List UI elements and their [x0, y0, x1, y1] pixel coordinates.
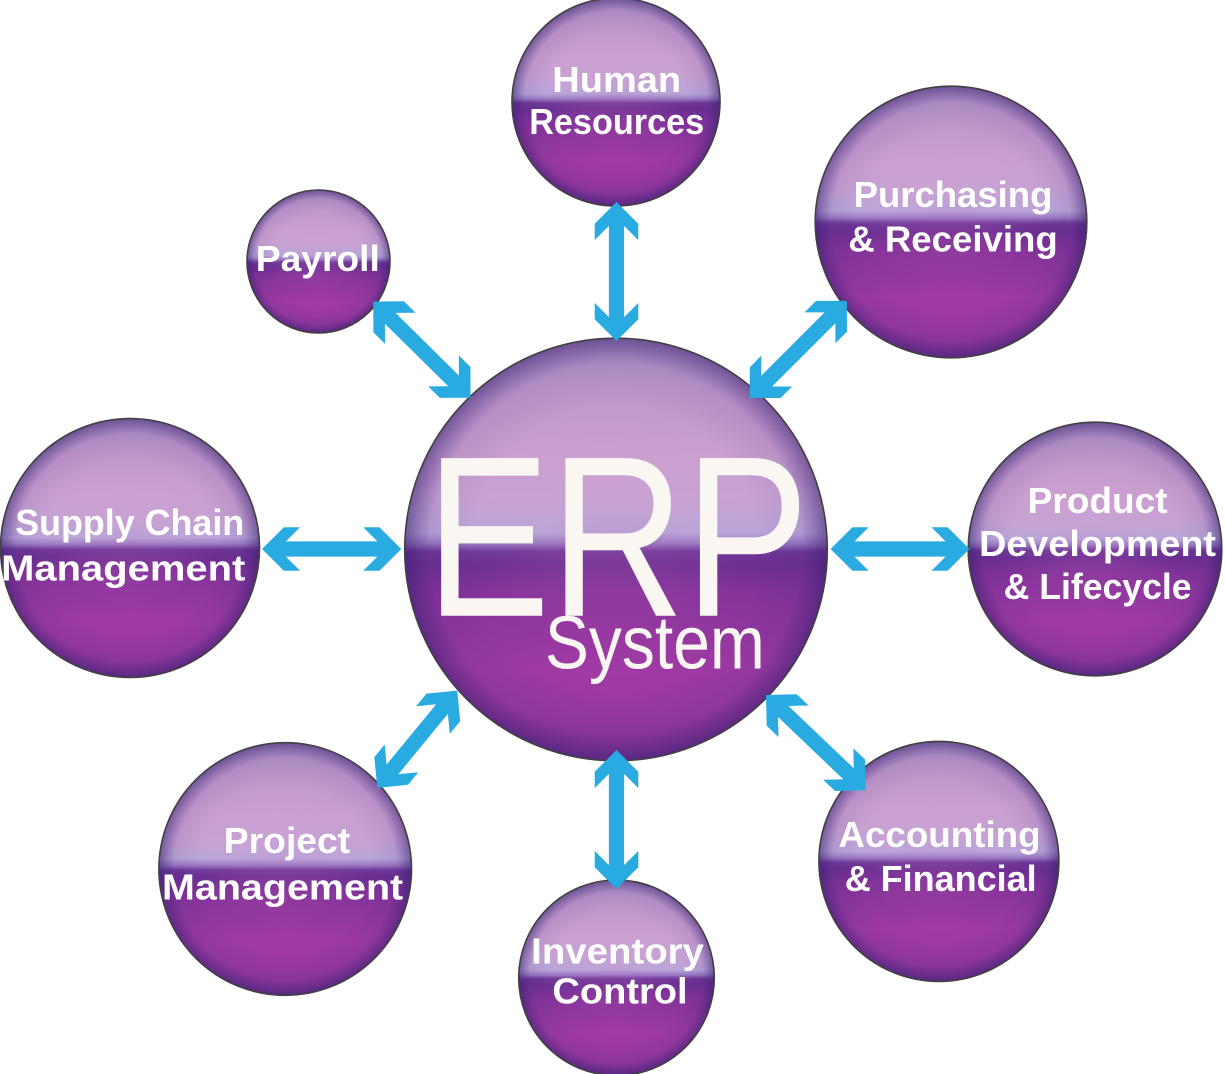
svg-text:Accounting: Accounting: [838, 814, 1040, 855]
svg-text:Management: Management: [1, 548, 245, 589]
svg-text:ERP: ERP: [426, 409, 809, 665]
svg-text:System: System: [545, 601, 765, 685]
svg-text:Human: Human: [552, 59, 681, 100]
svg-text:Development: Development: [979, 523, 1216, 564]
svg-text:Inventory: Inventory: [531, 931, 704, 972]
svg-text:Project: Project: [224, 820, 350, 861]
svg-text:& Lifecycle: & Lifecycle: [1004, 566, 1192, 607]
svg-text:Management: Management: [162, 867, 403, 908]
svg-text:Payroll: Payroll: [256, 238, 380, 279]
svg-text:& Financial: & Financial: [845, 858, 1037, 899]
svg-text:Resources: Resources: [529, 101, 704, 142]
svg-text:Purchasing: Purchasing: [854, 174, 1053, 215]
svg-text:& Receiving: & Receiving: [848, 219, 1057, 260]
svg-text:Supply Chain: Supply Chain: [15, 502, 244, 543]
svg-text:Control: Control: [552, 971, 687, 1012]
svg-text:Product: Product: [1028, 480, 1168, 521]
